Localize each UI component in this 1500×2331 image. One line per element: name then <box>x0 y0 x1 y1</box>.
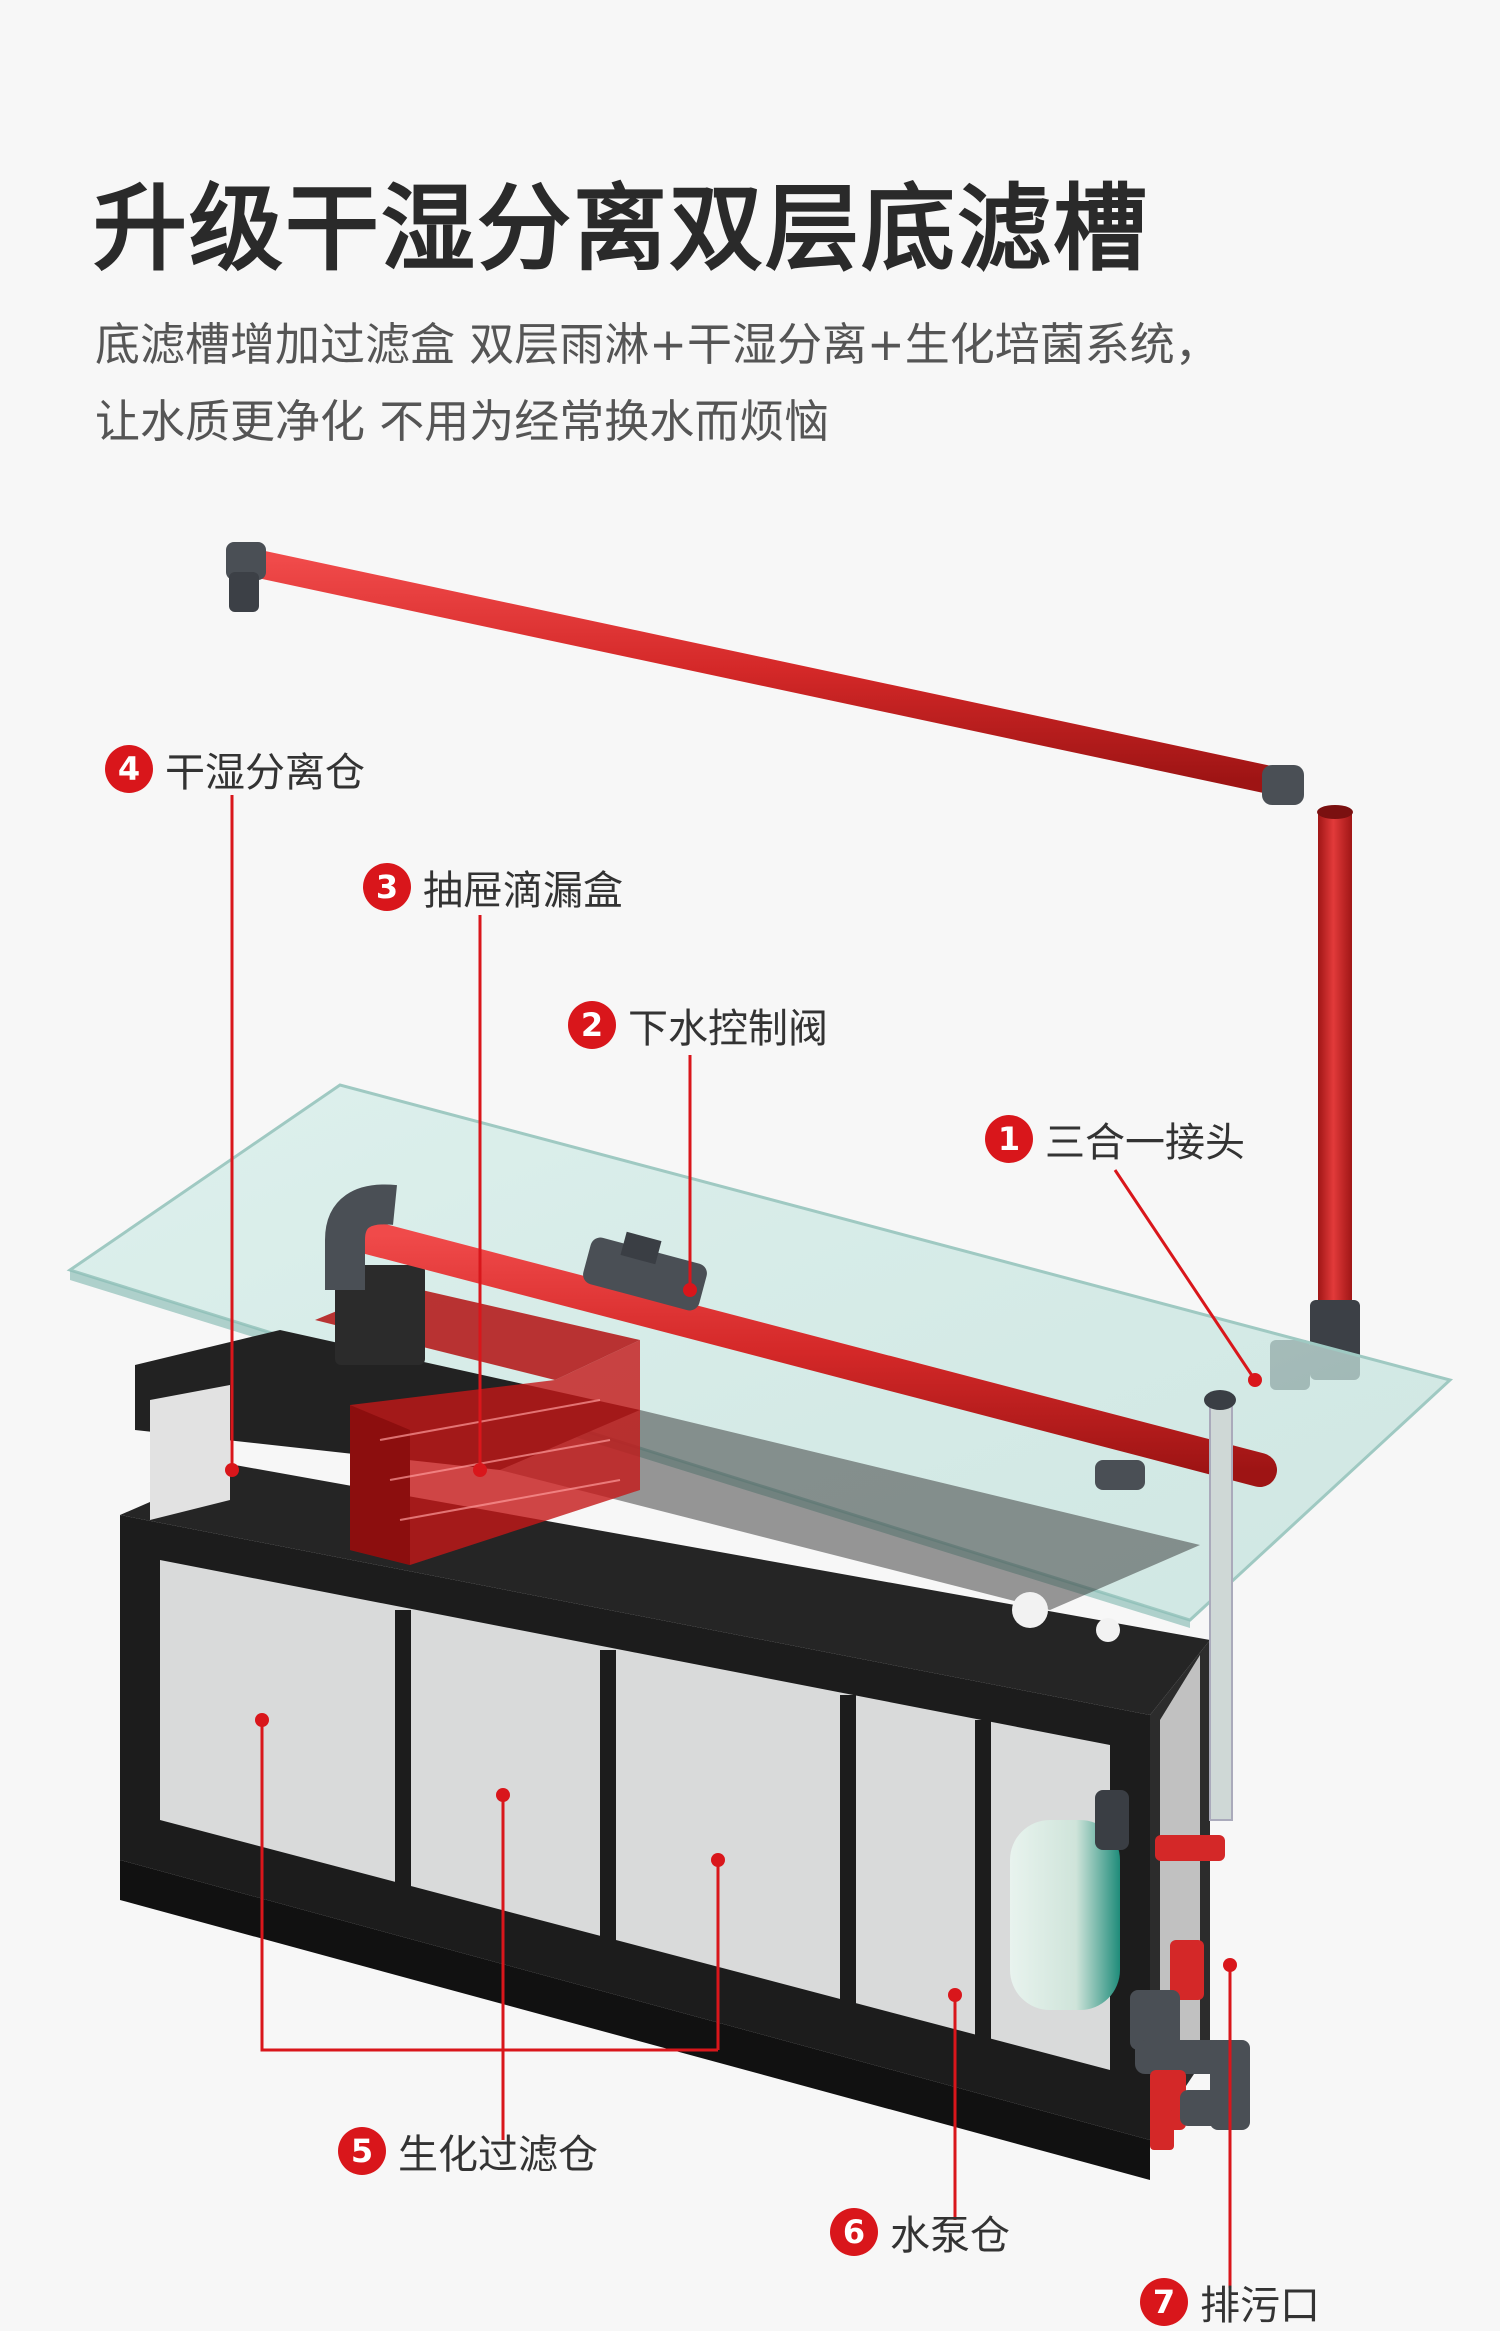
drip-drawer-boxes <box>315 1265 640 1565</box>
callout-number: 1 <box>985 1115 1033 1163</box>
callout-label: 生化过滤仓 <box>398 2132 598 2178</box>
callout-4: 4 干湿分离仓 <box>105 740 365 798</box>
callout-5: 5 生化过滤仓 <box>338 2122 598 2180</box>
top-grid <box>500 1410 1200 1610</box>
callout-label: 水泵仓 <box>890 2213 1010 2259</box>
tank-opening <box>1012 1592 1048 1628</box>
callout-number: 4 <box>105 745 153 793</box>
drain-pipe-valve <box>325 1184 1277 1720</box>
callout-3: 3 抽屉滴漏盒 <box>363 858 623 916</box>
callout-1: 1 三合一接头 <box>985 1110 1245 1168</box>
pipe-elbow-right <box>1262 765 1304 805</box>
callout-number: 2 <box>568 1001 616 1049</box>
callout-leaders <box>230 795 1257 2288</box>
callout-label: 排污口 <box>1200 2283 1320 2329</box>
leader-1 <box>1113 1169 1257 1381</box>
callout-label: 抽屉滴漏盒 <box>423 868 623 914</box>
pump-assembly <box>1010 1390 1250 2150</box>
callout-number: 5 <box>338 2127 386 2175</box>
description-line-2: 让水质更净化 不用为经常换水而烦恼 <box>95 395 830 448</box>
pipe-elbow-left <box>226 542 266 580</box>
callout-7: 7 排污口 <box>1140 2273 1320 2331</box>
filter-tank <box>120 1330 1210 2180</box>
callout-number: 3 <box>363 863 411 911</box>
callout-2: 2 下水控制阀 <box>568 996 828 1054</box>
description-line-1: 底滤槽增加过滤盒 双层雨淋+干湿分离+生化培菌系统， <box>95 318 1220 371</box>
control-valve <box>583 1237 707 1311</box>
callout-label: 干湿分离仓 <box>165 750 365 796</box>
callout-label: 三合一接头 <box>1045 1120 1245 1166</box>
callout-label: 下水控制阀 <box>628 1006 828 1052</box>
callout-number: 7 <box>1140 2278 1188 2326</box>
overflow-standpipe <box>1318 812 1352 1332</box>
callout-6: 6 水泵仓 <box>830 2203 1010 2261</box>
callout-number: 6 <box>830 2208 878 2256</box>
page-title: 升级干湿分离双层底滤槽 <box>93 175 1150 284</box>
callout-dots <box>225 1283 1262 2002</box>
leader-5 <box>260 1720 720 2140</box>
side-valve <box>1155 1835 1225 1861</box>
